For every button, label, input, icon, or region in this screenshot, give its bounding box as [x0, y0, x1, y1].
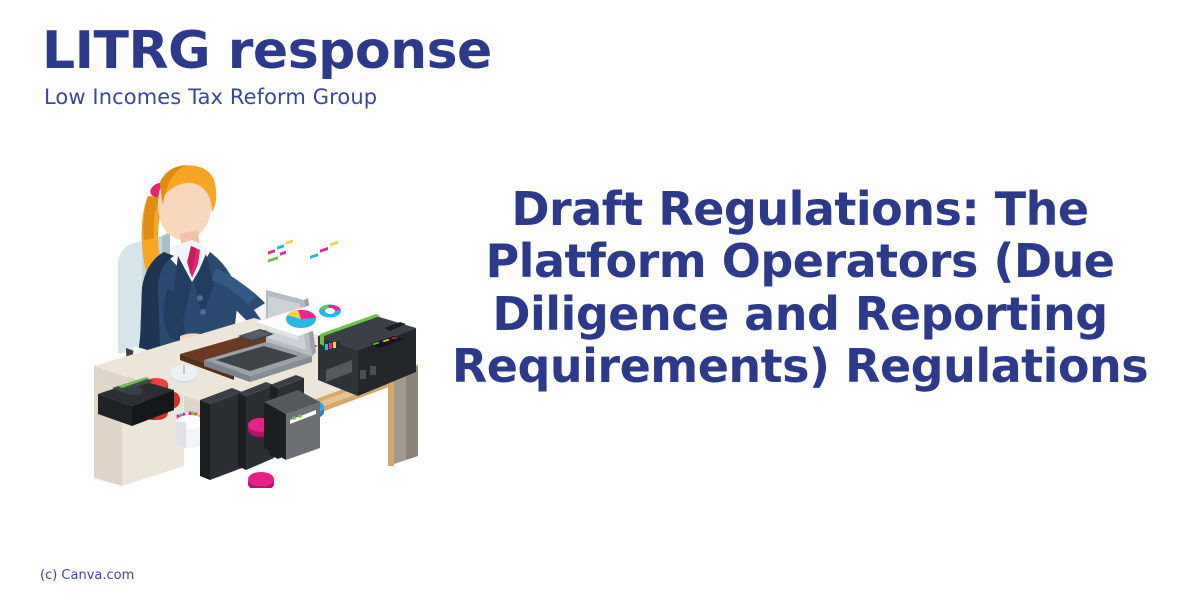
paper-pie-chart — [286, 309, 316, 328]
color-discs-icon — [248, 472, 274, 488]
disc-magenta — [248, 472, 274, 488]
mouse-icon — [170, 365, 198, 383]
image-credit: (c) Canva.com — [40, 568, 135, 583]
document-tray-icon — [98, 377, 174, 426]
headline-text: Draft Regulations: The Platform Operator… — [451, 182, 1149, 394]
page-title: LITRG response — [42, 21, 492, 81]
report-papers-icon — [256, 239, 356, 340]
paper-donut-chart — [319, 304, 341, 318]
desktop-tower-icon — [264, 390, 320, 460]
organisation-subtitle: Low Incomes Tax Reform Group — [44, 84, 378, 109]
pen-cup-icon — [176, 411, 204, 448]
smartphone-icon — [238, 329, 274, 342]
paper-bar-rows — [268, 239, 338, 263]
office-illustration — [88, 148, 436, 488]
brand-block: LITRG response Low Incomes Tax Reform Gr… — [42, 24, 562, 109]
printer-icon — [318, 314, 424, 396]
